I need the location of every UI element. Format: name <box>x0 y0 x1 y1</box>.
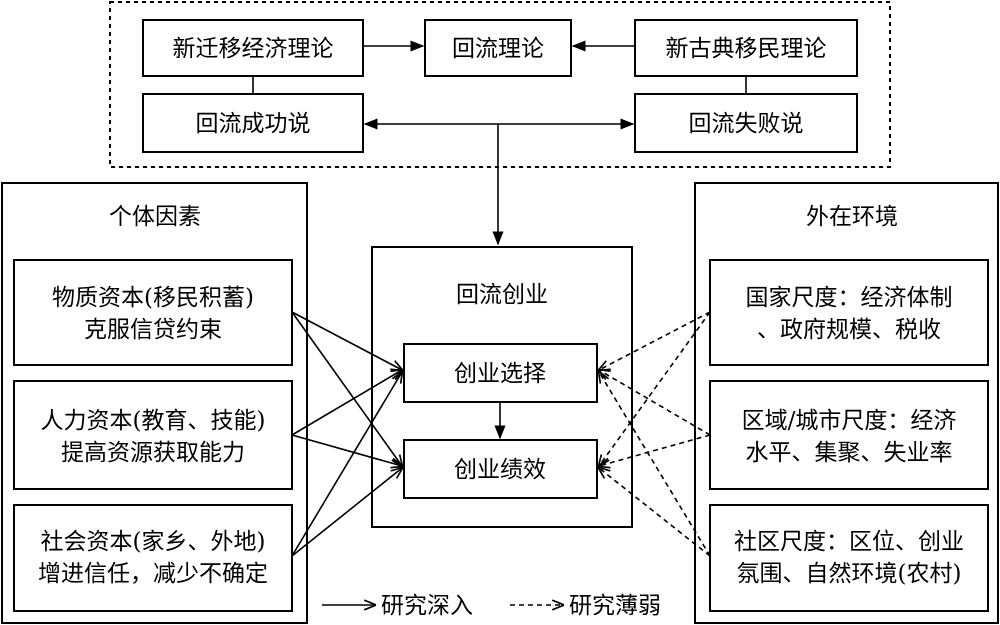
label-return-success: 回流成功说 <box>196 111 311 137</box>
label-return-theory: 回流理论 <box>452 36 544 62</box>
label-new-migration-economics: 新迁移经济理论 <box>173 36 334 62</box>
box-return-failure <box>634 93 858 153</box>
arrow-material-to-choice <box>291 311 402 370</box>
national-scale-line1: 国家尺度：经济体制 <box>746 285 953 311</box>
box-national-scale <box>709 259 989 366</box>
box-return-success <box>142 93 364 153</box>
arrow-community-to-choice <box>599 372 711 557</box>
community-scale-line1: 社区尺度：区位、创业 <box>734 529 964 555</box>
social-capital-line1: 社会资本(家乡、外地) <box>41 529 266 555</box>
individual-factors-title: 个体因素 <box>109 204 201 230</box>
social-capital-line2: 增进信任，减少不确定 <box>38 561 268 587</box>
box-community-scale <box>709 504 989 612</box>
arrow-regional-to-performance <box>599 434 711 466</box>
box-regional-scale <box>709 380 989 490</box>
arrow-social-to-performance <box>291 468 402 557</box>
material-capital-line2: 克服信贷约束 <box>84 317 222 343</box>
box-return-theory <box>424 19 572 77</box>
entrepreneurial-choice-label: 创业选择 <box>454 361 546 387</box>
label-neoclassical-migration: 新古典移民理论 <box>666 36 827 62</box>
box-social-capital <box>13 504 293 612</box>
return-entrepreneurship-title: 回流创业 <box>456 282 548 308</box>
community-scale-line2: 氛围、自然环境(农村) <box>737 561 962 587</box>
entrepreneurial-performance-label: 创业绩效 <box>454 457 546 483</box>
arrow-national-to-performance <box>599 311 711 466</box>
legend-dashed-label: 研究薄弱 <box>569 593 661 619</box>
external-environment-frame <box>694 182 999 624</box>
material-capital-line1: 物质资本(移民积蓄) <box>52 285 254 311</box>
arrow-community-to-performance <box>599 468 711 557</box>
external-environment-title: 外在环境 <box>806 204 898 230</box>
regional-scale-line1: 区域/城市尺度：经济 <box>742 408 957 434</box>
box-new-migration-economics <box>142 19 364 77</box>
arrow-national-to-choice <box>599 311 711 370</box>
human-capital-line1: 人力资本(教育、技能) <box>41 408 266 434</box>
human-capital-line2: 提高资源获取能力 <box>61 440 245 466</box>
arrow-social-to-choice <box>291 372 402 557</box>
arrow-regional-to-choice <box>599 370 711 436</box>
regional-scale-line2: 水平、集聚、失业率 <box>746 440 953 466</box>
box-human-capital <box>13 380 293 490</box>
arrow-human-to-choice <box>291 370 402 436</box>
individual-factors-frame <box>1 182 308 624</box>
arrow-human-to-performance <box>291 434 402 466</box>
label-return-failure: 回流失败说 <box>689 111 804 137</box>
box-material-capital <box>13 259 293 366</box>
arrow-material-to-performance <box>291 311 402 466</box>
national-scale-line2: 、政府规模、税收 <box>757 317 941 343</box>
legend-solid-label: 研究深入 <box>381 593 473 619</box>
